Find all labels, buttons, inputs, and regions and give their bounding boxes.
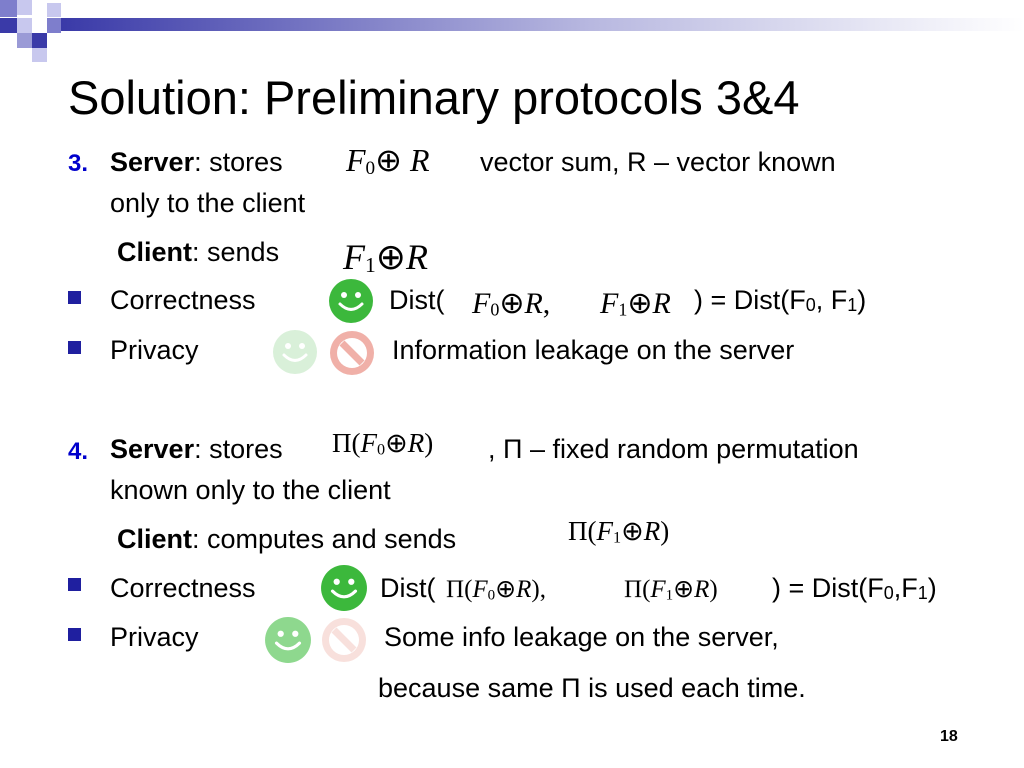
p3-dist-formula-a: F0⊕R,: [472, 287, 551, 320]
p4-client-line: Client: computes and sends: [117, 524, 456, 555]
p4-privacy-text: Some info leakage on the server,: [384, 622, 779, 652]
bullet-icon: [68, 628, 81, 641]
p4-client-formula: Π(F1⊕R): [568, 516, 670, 547]
item-number-3: 3.: [68, 150, 89, 177]
p4-server-formula: Π(F0⊕R): [332, 428, 434, 459]
p3-server-text: : stores: [194, 147, 283, 177]
p4-dist-result: ) = Dist(F0,F1): [772, 573, 937, 603]
p3-server-desc: vector sum, R – vector known: [480, 147, 836, 177]
page-number: 18: [940, 728, 958, 745]
bullet-icon: [68, 291, 81, 304]
smiley-face-icon: [329, 279, 373, 323]
smiley-face-icon: [321, 565, 367, 611]
bullet-icon: [68, 341, 81, 354]
p4-server-desc: , Π – fixed random permutation: [488, 434, 859, 464]
smiley-face-faded-icon: [273, 330, 317, 374]
p4-server-text: : stores: [194, 434, 283, 464]
p3-dist-formula-b: F1⊕R: [600, 287, 671, 320]
item-number-4: 4.: [68, 438, 89, 465]
p3-privacy-text: Information leakage on the server: [392, 335, 795, 365]
p4-server-label: Server: [110, 434, 195, 464]
p4-server-desc-2: known only to the client: [110, 475, 391, 505]
p3-server-desc-2: only to the client: [110, 188, 306, 218]
p3-client-label: Client: [117, 237, 193, 267]
p4-privacy-label: Privacy: [110, 622, 199, 652]
p3-server-formula: F0⊕ R: [346, 142, 430, 179]
p3-client-formula: F1⊕R: [343, 237, 428, 278]
p4-dist-prefix: Dist(: [380, 573, 436, 603]
p4-client-label: Client: [117, 524, 193, 554]
p3-dist-result: ) = Dist(F0, F1): [694, 285, 867, 315]
p3-correctness-label: Correctness: [110, 285, 256, 315]
no-sign-icon: [330, 331, 374, 375]
p4-correctness-label: Correctness: [110, 573, 256, 603]
bullet-icon: [68, 578, 81, 591]
smiley-face-icon: [265, 617, 311, 663]
p4-client-text: : computes and sends: [192, 524, 457, 554]
p4-server-line: Server: stores: [110, 434, 283, 465]
no-sign-faded-icon: [322, 618, 366, 662]
p4-dist-formula-a: Π(F0⊕R),: [446, 576, 546, 604]
slide-title: Solution: Preliminary protocols 3&4: [68, 71, 800, 124]
p3-server-line: Server: stores: [110, 147, 283, 178]
p3-privacy-label: Privacy: [110, 335, 199, 365]
p3-server-label: Server: [110, 147, 195, 177]
title-decoration: [0, 0, 1024, 62]
p4-dist-formula-b: Π(F1⊕R): [624, 576, 718, 604]
p3-dist-prefix: Dist(: [389, 285, 445, 315]
p3-client-line: Client: sends: [117, 237, 279, 268]
p3-client-text: : sends: [192, 237, 280, 267]
p4-privacy-text-2: because same Π is used each time.: [378, 673, 806, 703]
